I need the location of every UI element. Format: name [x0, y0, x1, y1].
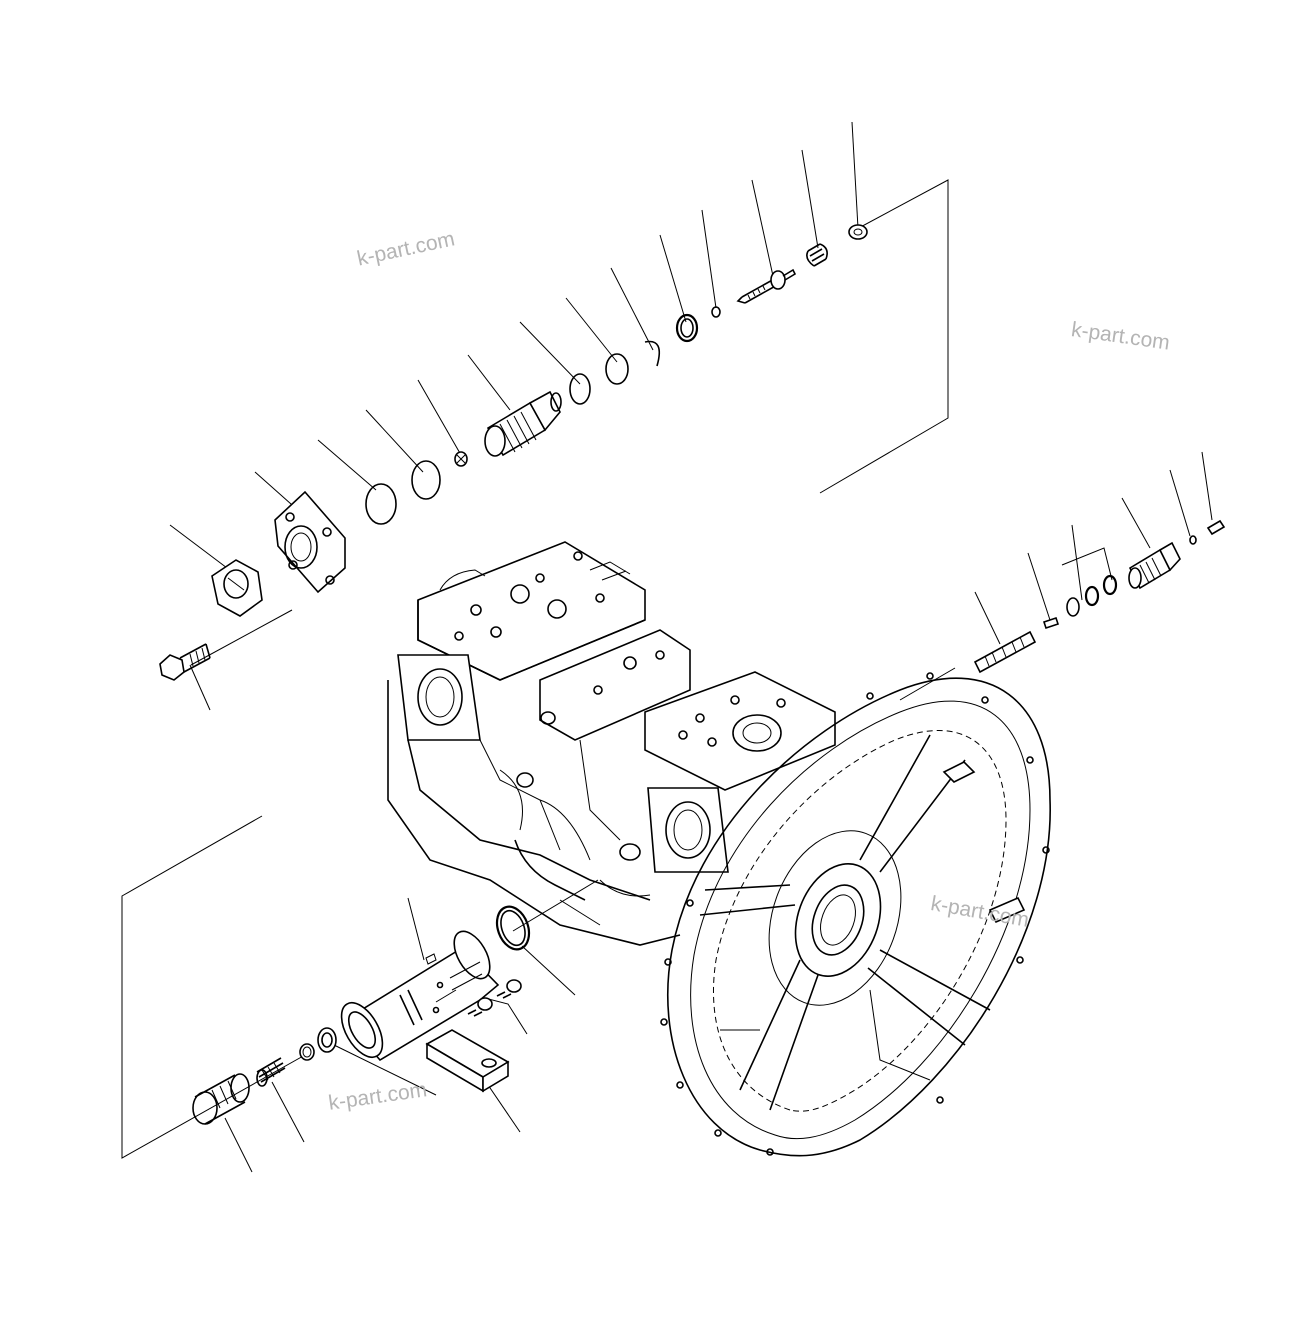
pin-right	[1042, 616, 1060, 630]
right-connector-bracket	[1061, 547, 1113, 581]
needle-piston	[736, 268, 797, 304]
snap-ring	[644, 340, 661, 367]
outer-spring	[192, 1073, 250, 1125]
o-rings-right	[1066, 574, 1118, 617]
flywheel-housing	[660, 672, 1051, 1157]
small-plug	[454, 451, 468, 467]
servo-piston	[340, 930, 500, 1062]
pump-body	[387, 541, 836, 946]
o-ring-large	[495, 905, 531, 951]
flange-plate	[274, 490, 346, 594]
small-seat	[299, 1043, 315, 1061]
seat-washer	[317, 1027, 337, 1053]
lower-group-bracket	[121, 815, 306, 1159]
inner-spring	[256, 1057, 286, 1087]
small-bolt-right	[1206, 519, 1226, 536]
upper-group-bracket	[819, 179, 949, 494]
stopper-block	[425, 1029, 510, 1093]
o-ring-3	[569, 373, 591, 405]
spring-small-top	[806, 243, 828, 267]
hex-nut	[211, 559, 263, 617]
small-ring-right	[1189, 535, 1197, 545]
hex-bolt	[159, 643, 211, 681]
threaded-sleeve	[484, 390, 562, 457]
thick-ring-1	[675, 313, 699, 343]
adjusting-screw-right	[1128, 541, 1181, 590]
small-ring-top	[711, 306, 721, 318]
spool-right	[973, 630, 1037, 674]
socket-screws	[467, 979, 522, 1017]
o-ring-4	[411, 460, 441, 500]
o-ring-2	[605, 353, 629, 385]
o-ring-5	[365, 483, 397, 525]
cap-nut-top	[848, 224, 868, 240]
